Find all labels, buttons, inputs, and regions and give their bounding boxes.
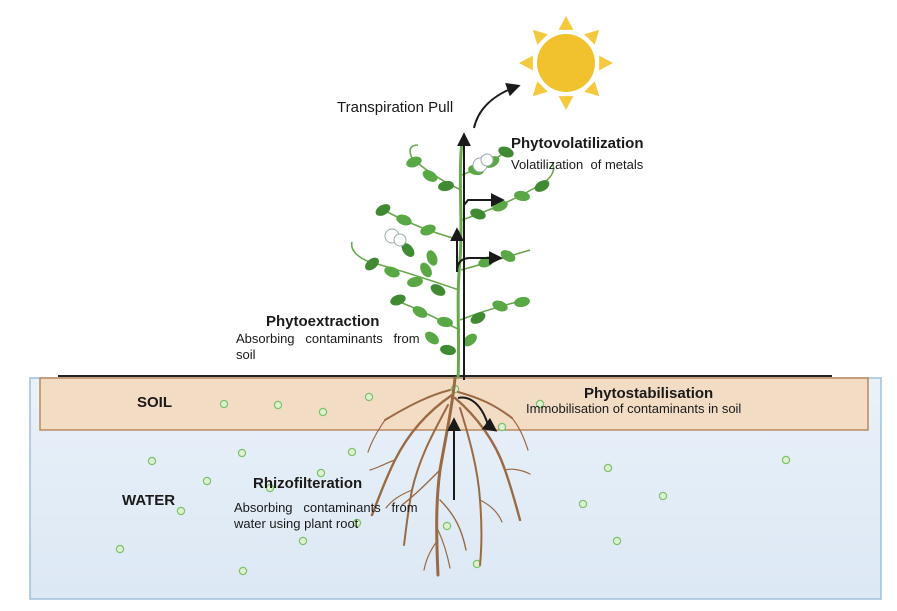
contaminant-particle bbox=[352, 518, 362, 528]
contaminant-particle bbox=[442, 521, 452, 531]
leaf bbox=[498, 146, 514, 158]
leaf bbox=[396, 214, 412, 226]
contaminant-particle bbox=[497, 422, 507, 432]
transpiration-label: Transpiration Pull bbox=[337, 99, 454, 116]
leaf bbox=[412, 306, 428, 318]
contaminant-particle bbox=[318, 407, 328, 417]
leaf bbox=[534, 180, 550, 192]
contaminant-particle bbox=[603, 463, 613, 473]
sun-ray bbox=[584, 81, 600, 97]
phytostabilisation-title: Phytostabilisation bbox=[584, 385, 714, 402]
roots-icon bbox=[367, 376, 531, 577]
contaminant-particle bbox=[347, 447, 357, 457]
phytovolatilization-desc: Volatilization of metals bbox=[511, 157, 644, 172]
phytoextraction-desc-2: soil bbox=[236, 347, 256, 362]
contaminant-particle bbox=[265, 483, 275, 493]
leaf bbox=[438, 180, 454, 192]
leaf bbox=[478, 256, 494, 268]
sun-ray bbox=[532, 81, 548, 97]
leaf bbox=[390, 294, 406, 306]
leaf bbox=[407, 276, 423, 288]
contaminant-particle bbox=[219, 399, 229, 409]
contaminant-particle bbox=[115, 544, 125, 554]
phytostabilisation-desc: Immobilisation of contaminants in soil bbox=[526, 401, 742, 416]
contaminant-particle bbox=[298, 536, 308, 546]
contaminant-particle bbox=[176, 506, 186, 516]
contaminant-particle bbox=[781, 455, 791, 465]
phytovolatilization-title: Phytovolatilization bbox=[511, 135, 644, 152]
leaf bbox=[470, 208, 486, 220]
leaf bbox=[401, 243, 415, 257]
leaf bbox=[375, 204, 391, 216]
soil-label: SOIL bbox=[137, 394, 173, 411]
sun-icon bbox=[519, 16, 613, 110]
contaminant-particle bbox=[237, 448, 247, 458]
water-label: WATER bbox=[122, 492, 176, 509]
leaf bbox=[425, 331, 439, 345]
sun-ray bbox=[599, 55, 613, 71]
leaf bbox=[440, 344, 456, 356]
leaf bbox=[426, 250, 438, 266]
contaminant-particle bbox=[147, 456, 157, 466]
phytoextraction-title: Phytoextraction bbox=[266, 313, 380, 330]
contaminant-particle bbox=[578, 499, 588, 509]
leaf bbox=[492, 300, 508, 312]
branch-arrow-upper bbox=[463, 193, 505, 207]
contaminant-particle bbox=[202, 476, 212, 486]
transpiration-arrow bbox=[473, 83, 521, 129]
contaminant-particle bbox=[364, 392, 374, 402]
sun-ray bbox=[584, 29, 600, 45]
leaf bbox=[365, 257, 379, 271]
leaf bbox=[406, 156, 422, 168]
stabilisation-arrow bbox=[457, 396, 498, 432]
leaf bbox=[430, 284, 446, 296]
sun-ray bbox=[519, 55, 533, 71]
leaf bbox=[420, 224, 436, 236]
leaf bbox=[422, 170, 438, 182]
contaminant-particle bbox=[535, 399, 545, 409]
contaminant-particle bbox=[316, 468, 326, 478]
phytoextraction-desc-1: Absorbing contaminants from bbox=[236, 331, 420, 346]
contaminant-particle bbox=[612, 536, 622, 546]
leaf bbox=[470, 312, 486, 324]
rhizofilteration-desc-1: Absorbing contaminants from bbox=[234, 500, 418, 515]
rhizofilteration-title: Rhizofilteration bbox=[253, 475, 363, 492]
leaf bbox=[514, 190, 530, 202]
leaf bbox=[420, 262, 432, 278]
contaminant-particle bbox=[273, 400, 283, 410]
contaminant-particle bbox=[238, 566, 248, 576]
rhizofilteration-desc-2: water using plant root bbox=[234, 516, 359, 531]
flow-arrows bbox=[447, 83, 521, 500]
sun-ray bbox=[558, 96, 574, 110]
leaf bbox=[514, 296, 530, 308]
leaf bbox=[384, 266, 400, 278]
leaf bbox=[463, 333, 477, 347]
leaf bbox=[437, 316, 453, 328]
leaf bbox=[500, 250, 516, 262]
flower-icon bbox=[384, 153, 494, 247]
sun-ray bbox=[558, 16, 574, 30]
sun-ray bbox=[532, 29, 548, 45]
sun-disc bbox=[537, 34, 595, 92]
contaminant-particle bbox=[658, 491, 668, 501]
